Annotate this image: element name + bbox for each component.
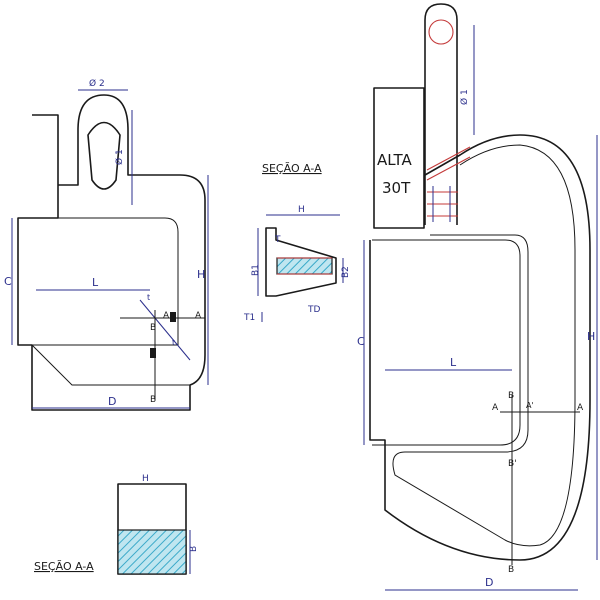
left-t-label-1: t [147,293,150,302]
left-c-label: C [4,275,12,288]
right-alta-text: ALTA [377,151,413,169]
left-section-marker-b [150,348,156,358]
section-bottom-h-label: H [142,474,149,484]
left-h-label: H [197,268,205,281]
section-top-b1-label: B1 [251,264,261,276]
right-clamp-outer [369,134,591,561]
right-30t-text: 30T [382,179,411,197]
right-phi1-label: Ø 1 [459,89,470,105]
left-a-label-2: A [195,311,202,321]
right-h-label: H [587,330,595,343]
left-t-label-2: t [172,338,175,347]
right-a-label-2: A [577,403,584,413]
section-top-t1-label: T1 [243,313,255,323]
section-top-title: SEÇÃO A-A [262,162,322,175]
right-d-label: D [485,576,493,589]
left-clamp-view: Ø 2 Ø 1 C H L D A A B B t t [4,78,209,411]
right-red-link-2 [426,156,471,181]
left-l-label: L [92,276,99,289]
right-hook-hole [428,19,454,45]
section-top-outline [265,227,337,297]
section-bottom-hatch [117,529,187,575]
section-top: SEÇÃO A-A H B1 B2 T T1 TD [243,162,351,323]
left-section-marker-a [170,312,176,322]
left-phi2-label: Ø 2 [89,78,105,89]
right-hook-tab [424,3,458,225]
left-a-label-1: A [163,311,170,321]
right-alta-block [373,87,425,229]
section-bottom-title: SEÇÃO A-A [34,560,94,573]
section-top-h-label: H [298,205,305,215]
section-top-b2-label: B2 [341,266,351,278]
right-a-label-1: A [492,403,499,413]
section-top-hatch [276,257,333,275]
right-clamp-view: Ø 1 ALTA 30T C H L D A A A' B B' B [357,3,598,591]
left-clamp-outline [17,94,206,411]
left-d-label: D [108,395,116,408]
section-bottom-b-label: B [189,546,199,552]
left-eye-loop [87,121,121,190]
right-a-prime-label: A' [526,401,534,410]
right-b-top-label: B [508,391,514,401]
right-clamp-inner-2 [392,144,576,547]
left-diag-dim [139,299,191,361]
right-b-mid-label: B' [508,459,517,469]
left-b-label-1: B [150,323,156,333]
section-top-td-label: TD [307,305,320,315]
left-phi1-label: Ø 1 [114,149,125,165]
right-l-label: L [450,356,457,369]
right-red-link-1 [426,146,471,171]
left-clamp-inner-line [32,217,179,346]
section-top-t-label: T [274,235,281,245]
section-bottom: H B SEÇÃO A-A [34,474,199,575]
left-jaw-lower [31,344,190,386]
right-clamp-inner [372,239,521,446]
right-b-bot-label: B [508,565,514,575]
right-c-label: C [357,335,365,348]
left-b-label-2: B [150,395,156,405]
